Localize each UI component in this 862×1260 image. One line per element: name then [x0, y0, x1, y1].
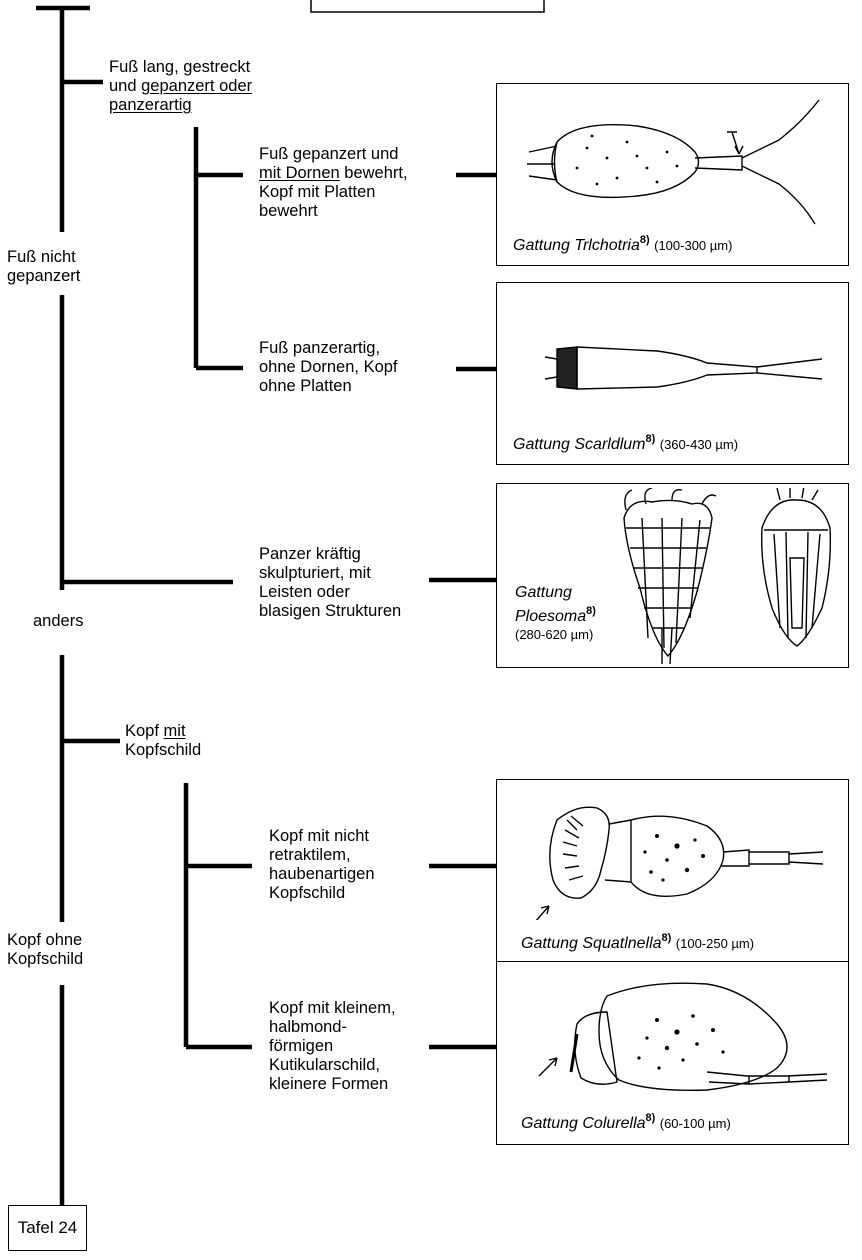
genus-caption-squatinella: Gattung Squatlnella8) (100-250 µm)	[521, 932, 754, 953]
squatinella-illustration	[527, 790, 837, 920]
genus-caption-trichotria: Gattung Trlchotria8) (100-300 µm)	[513, 234, 732, 255]
ploesoma-illustration	[612, 488, 842, 666]
genus-box-scaridium: Gattung Scarldlum8) (360-430 µm)	[496, 282, 849, 465]
key-branch-head-with-shield: Kopf mit Kopfschild	[125, 722, 201, 760]
genus-box-squatinella: Gattung Squatlnella8) (100-250 µm)	[496, 779, 849, 963]
tafel-label: Tafel 24	[18, 1218, 78, 1238]
key-option-armor-sculptured: Panzer kräftig skulpturiert, mit Leisten…	[259, 545, 401, 621]
key-branch-foot-long: Fuß lang, gestreckt und gepanzert oder p…	[109, 58, 252, 115]
key-option-foot-armor-like: Fuß panzerartig, ohne Dornen, Kopf ohne …	[259, 339, 398, 396]
trichotria-illustration	[517, 92, 837, 232]
key-node-head-without-shield: Kopf ohne Kopfschild	[7, 931, 83, 969]
key-option-hood-shield: Kopf mit nicht retraktilem, haubenartige…	[269, 827, 375, 903]
colurella-illustration	[527, 972, 837, 1102]
genus-caption-colurella: Gattung Colurella8) (60-100 µm)	[521, 1112, 731, 1133]
key-node-foot-not-armored: Fuß nicht gepanzert	[7, 248, 80, 286]
key-option-crescent-shield: Kopf mit kleinem, halbmond- förmigen Kut…	[269, 999, 396, 1094]
genus-caption-scaridium: Gattung Scarldlum8) (360-430 µm)	[513, 433, 738, 454]
genus-box-trichotria: Gattung Trlchotria8) (100-300 µm)	[496, 83, 849, 266]
scaridium-illustration	[537, 311, 837, 421]
key-node-other: anders	[33, 612, 83, 631]
genus-box-colurella: Gattung Colurella8) (60-100 µm)	[496, 961, 849, 1145]
tafel-reference-box[interactable]: Tafel 24	[8, 1205, 87, 1251]
